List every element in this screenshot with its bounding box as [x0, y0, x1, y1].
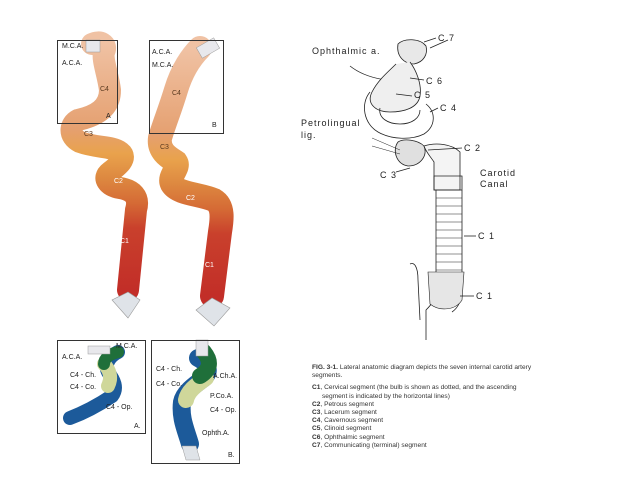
caption-item-c1: C1, Cervical segment (the bulb is shown … [312, 384, 542, 400]
inset-b-artery [172, 339, 217, 461]
right-c2-label: C2 [186, 195, 195, 202]
inset-a-artery [63, 345, 125, 425]
caption-text: , Cervical segment (the bulb is shown as… [320, 384, 517, 400]
caption-title-text: Lateral anatomic diagram depicts the sev… [312, 364, 532, 380]
c3-label: C 3 [380, 170, 398, 180]
caption-text: , Petrous segment [320, 400, 374, 408]
inset-b-box [151, 340, 240, 464]
c2-label: C 2 [464, 143, 482, 153]
caption-item-c4: C4, Cavernous segment [312, 417, 542, 425]
ophthalmic-label: Ophthalmic a. [312, 46, 381, 56]
inset-a-letter: A. [134, 423, 141, 430]
petrolingual-label: Petrolingual [301, 118, 361, 128]
figure-b-c4-label: C4 [172, 90, 181, 97]
caption-item-c6: C6, Ophthalmic segment [312, 434, 542, 442]
figure-a-mca-label: M.C.A. [62, 43, 84, 50]
inset-a-box [57, 340, 146, 434]
caption-code: C2 [312, 400, 321, 408]
segment-line-diagram [349, 37, 476, 340]
caption-code: C5 [312, 425, 321, 433]
inset-b-ophtha-label: Ophth.A. [202, 430, 230, 437]
caption-text: , Communicating (terminal) segment [320, 441, 427, 449]
caption-text: , Cavernous segment [320, 417, 384, 425]
c5-label: C 5 [414, 90, 432, 100]
artery-a [60, 31, 148, 319]
caption-text: , Ophthalmic segment [320, 433, 385, 441]
inset-a-c4ch-label: C4 - Ch. [70, 372, 97, 379]
inset-a-mca-label: M.C.A. [116, 343, 138, 350]
canal-label: Canal [480, 179, 509, 189]
figure-b-box [149, 40, 224, 134]
c1-top-label: C 1 [478, 231, 496, 241]
inset-a-aca-label: A.C.A. [62, 354, 83, 361]
petrolingual-lig-label: lig. [301, 130, 317, 140]
figure-a-box [57, 40, 118, 124]
inset-b-pcoa-label: P.Co.A. [210, 393, 234, 400]
caption-text: , Lacerum segment [320, 409, 377, 417]
c6-label: C 6 [426, 76, 444, 86]
inset-b-acha-label: A.Ch.A. [213, 373, 238, 380]
c7-label: C 7 [438, 33, 456, 43]
inset-b-c4co-label: C4 - Co. [156, 381, 183, 388]
caption-text: , Clinoid segment [320, 425, 372, 433]
caption-title: FIG. 3-1. Lateral anatomic diagram depic… [312, 364, 542, 380]
inset-b-letter: B. [228, 452, 235, 459]
caption-code: C4 [312, 417, 321, 425]
caption-code: C7 [312, 441, 321, 449]
figure-b-aca-label: A.C.A. [152, 49, 173, 56]
figure-a-letter: A [106, 113, 111, 120]
left-c3-label: C3 [84, 131, 93, 138]
caption-fig-number: FIG. 3-1. [312, 364, 339, 371]
caption-item-c3: C3, Lacerum segment [312, 409, 542, 417]
figure-a-c4-label: C4 [100, 86, 109, 93]
caption-item-c5: C5, Clinoid segment [312, 425, 542, 433]
caption-item-c2: C2, Petrous segment [312, 401, 542, 409]
figure-a-aca-label: A.C.A. [62, 60, 83, 67]
inset-b-c4op-label: C4 - Op. [210, 407, 237, 414]
figure-caption: FIG. 3-1. Lateral anatomic diagram depic… [312, 364, 542, 450]
inset-b-c4ch-label: C4 - Ch. [156, 366, 183, 373]
caption-item-c7: C7, Communicating (terminal) segment [312, 442, 542, 450]
figure-b-letter: B [212, 122, 217, 129]
right-c1-label: C1 [205, 262, 214, 269]
caption-code: C6 [312, 433, 321, 441]
artery-b [147, 36, 234, 327]
right-c3-label: C3 [160, 144, 169, 151]
caption-code: C3 [312, 409, 321, 417]
c4-label: C 4 [440, 103, 458, 113]
left-c2-label: C2 [114, 178, 123, 185]
caption-code: C1 [312, 384, 321, 392]
inset-a-c4co-label: C4 - Co. [70, 384, 97, 391]
carotid-label: Carotid [480, 168, 517, 178]
figure-b-mca-label: M.C.A. [152, 62, 174, 69]
c1-bottom-label: C 1 [476, 291, 494, 301]
inset-a-c4op-label: C4 - Op. [106, 404, 133, 411]
left-c1-label: C1 [120, 238, 129, 245]
